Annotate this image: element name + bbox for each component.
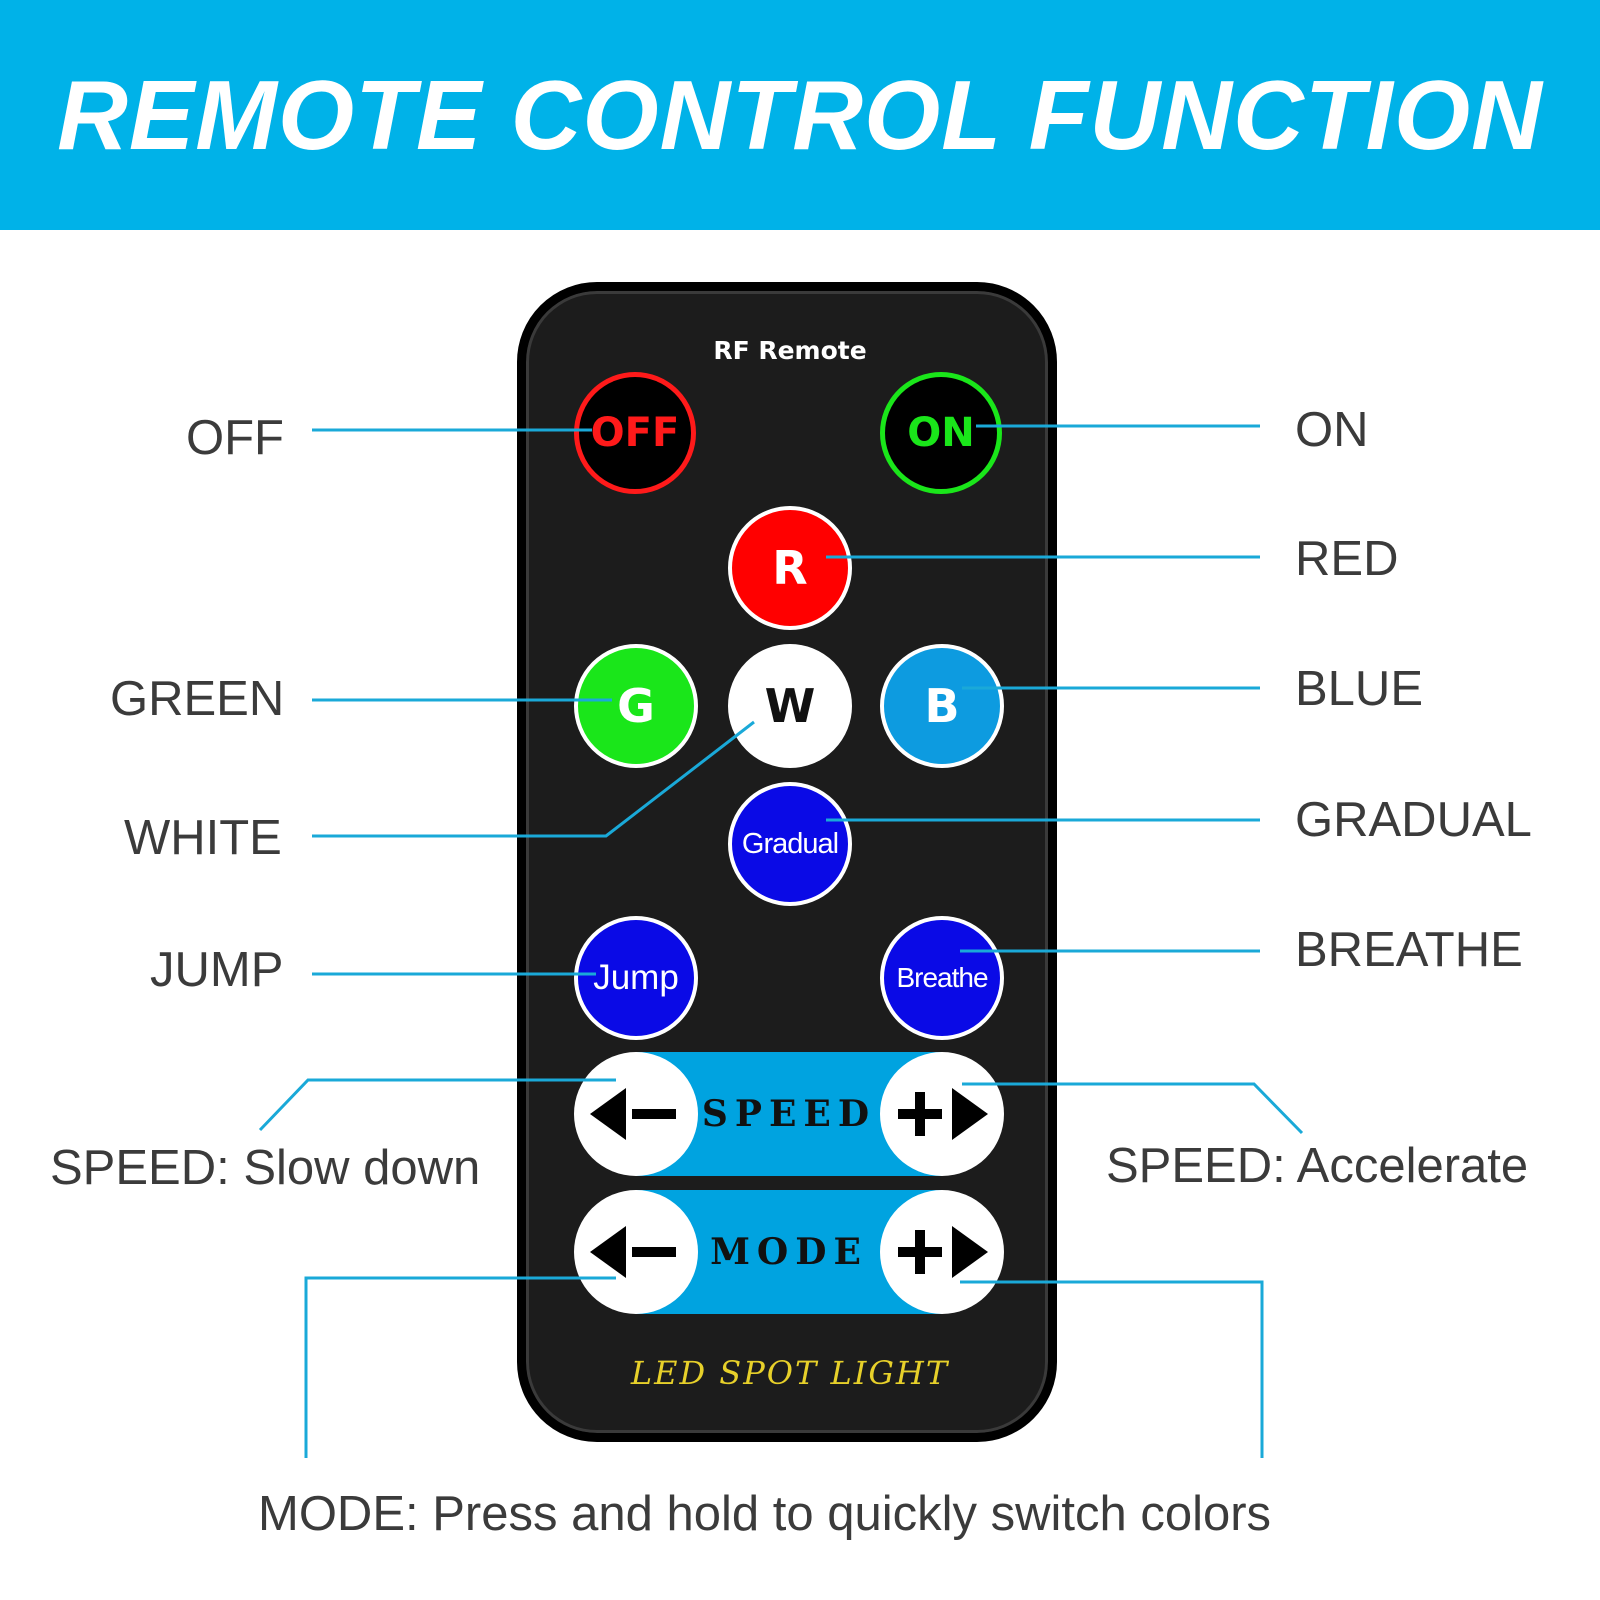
jump-button[interactable]: Jump [574,916,698,1040]
jump-callout: JUMP [150,943,284,997]
mode-left-callout-line [304,1276,616,1458]
remote-header-label: RF Remote [713,336,867,365]
title-banner: REMOTE CONTROL FUNCTION [0,0,1600,230]
green-callout: GREEN [110,672,285,726]
mode-callout: MODE: Press and hold to quickly switch c… [258,1487,1272,1541]
speed-fast-callout: SPEED: Accelerate [1106,1139,1529,1193]
left-minus-icon [590,1226,676,1278]
off-button-label: OFF [590,410,680,456]
white-button[interactable]: W [728,644,852,768]
green-button-label: G [617,679,655,733]
gradual-button-label: Gradual [741,827,839,860]
mode-right-callout-line [960,1280,1264,1458]
breathe-callout: BREATHE [1295,923,1523,977]
on-button[interactable]: ON [880,372,1002,494]
white-callout-line [312,720,755,838]
brand-label: LED SPOT LIGHT [630,1354,950,1392]
plus-right-icon [898,1088,988,1140]
blue-button-label: B [924,679,960,733]
speed-fast-callout-line [962,1082,1304,1135]
mode-decrease-button[interactable] [574,1190,698,1314]
page-title: REMOTE CONTROL FUNCTION [57,59,1543,170]
white-button-label: W [764,679,816,733]
breathe-button-label: Breathe [896,962,988,993]
off-button[interactable]: OFF [574,372,696,494]
red-button[interactable]: R [728,506,852,630]
green-button[interactable]: G [574,644,698,768]
speed-decrease-button[interactable] [574,1052,698,1176]
speed-label: SPEED [701,1093,877,1135]
breathe-button[interactable]: Breathe [880,916,1004,1040]
speed-slow-callout: SPEED: Slow down [50,1141,481,1195]
red-button-label: R [772,541,808,595]
blue-callout: BLUE [1295,662,1424,716]
plus-right-icon [898,1226,988,1278]
red-callout: RED [1295,532,1399,586]
off-callout: OFF [186,411,284,465]
gradual-button[interactable]: Gradual [728,782,852,906]
white-callout: WHITE [124,811,282,865]
speed-increase-button[interactable] [880,1052,1004,1176]
mode-increase-button[interactable] [880,1190,1004,1314]
left-minus-icon [590,1088,676,1140]
jump-button-label: Jump [593,958,679,997]
gradual-callout: GRADUAL [1295,793,1532,847]
mode-label: MODE [710,1231,868,1273]
on-button-label: ON [907,410,975,456]
on-callout: ON [1295,403,1369,457]
speed-slow-callout-line [258,1078,616,1132]
blue-button[interactable]: B [880,644,1004,768]
